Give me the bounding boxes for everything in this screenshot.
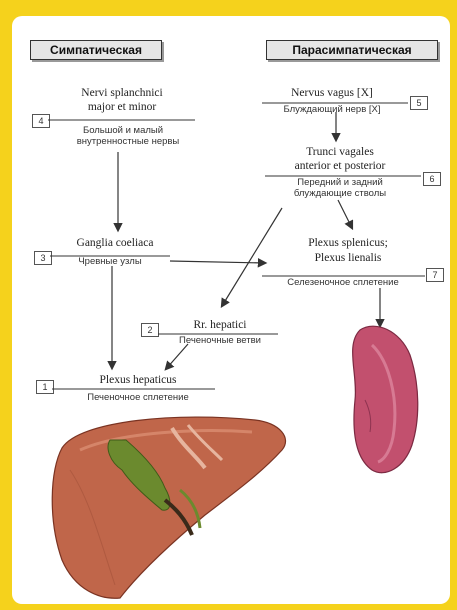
arrow-trunci-to-splenic [338, 200, 352, 228]
arrow-trunci-to-hepatic-branches [222, 208, 282, 306]
arrow-hepatic-branches-to-plexus [166, 344, 188, 369]
arrow-coeliac-to-splenic [170, 261, 265, 263]
liver-illustration [52, 417, 285, 598]
spleen-illustration [353, 326, 418, 473]
